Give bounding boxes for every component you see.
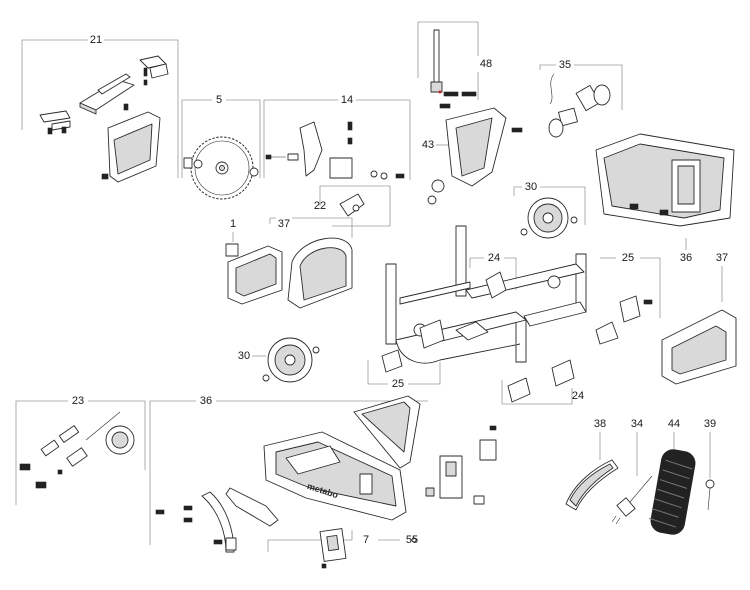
label-44: 44 — [667, 418, 681, 430]
side-housing-lower: metabo — [155, 395, 497, 553]
label-35: 35 — [558, 59, 572, 71]
callout-lines — [15, 21, 723, 552]
label-37-lower: 37 — [715, 252, 729, 264]
label-24-upper: 24 — [487, 252, 501, 264]
label-5: 5 — [215, 94, 223, 106]
dust-port-assembly — [548, 73, 611, 138]
clamp-lever — [339, 193, 365, 217]
label-36-upper: 36 — [679, 252, 693, 264]
label-43: 43 — [421, 139, 435, 151]
label-25-lower: 25 — [391, 378, 405, 390]
label-30-lower: 30 — [237, 350, 251, 362]
label-21: 21 — [89, 34, 103, 46]
side-housing-upper — [595, 133, 735, 227]
side-support-plate — [661, 309, 737, 385]
accent-marker — [438, 90, 442, 94]
label-14: 14 — [340, 94, 354, 106]
label-48: 48 — [479, 58, 493, 70]
table-insert-parts — [225, 237, 353, 309]
saw-blade — [183, 136, 259, 200]
label-38: 38 — [593, 418, 607, 430]
label-22: 22 — [313, 200, 327, 212]
label-25-upper: 25 — [621, 252, 635, 264]
label-39: 39 — [703, 418, 717, 430]
label-1: 1 — [229, 218, 237, 230]
blade-guard-assembly — [39, 55, 169, 183]
label-34: 34 — [630, 418, 644, 430]
label-23: 23 — [71, 395, 85, 407]
label-24-lower: 24 — [571, 390, 585, 402]
height-adjustment-assembly — [19, 411, 135, 489]
label-7: 7 — [362, 534, 370, 546]
label-55: 55 — [405, 534, 419, 546]
label-36-lower: 36 — [199, 395, 213, 407]
wheel-lower — [262, 337, 320, 383]
label-30-upper: 30 — [524, 181, 538, 193]
riving-knife-assembly — [265, 121, 405, 180]
wheel-upper — [520, 197, 578, 239]
frame-brackets — [381, 271, 653, 403]
stand-frame — [385, 225, 587, 364]
rear-bracket-assembly — [427, 29, 523, 205]
accessories — [565, 449, 715, 535]
label-37-upper: 37 — [277, 218, 291, 230]
switch-module — [319, 528, 417, 569]
